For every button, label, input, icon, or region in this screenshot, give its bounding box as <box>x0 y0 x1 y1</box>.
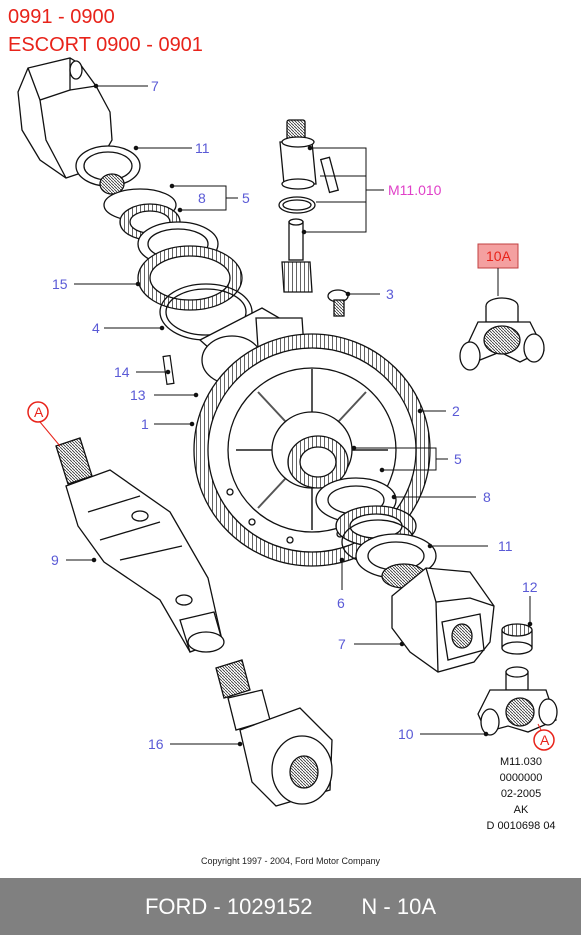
callout-10: 10 <box>398 726 414 742</box>
callout-5-upper: 5 <box>242 190 250 206</box>
bearing-lower <box>355 533 437 589</box>
callout-14: 14 <box>114 364 130 380</box>
meta-line-1: M11.030 <box>500 756 542 768</box>
cv-joint-housing-upper <box>17 57 113 179</box>
speedo-drive-ring <box>137 245 243 311</box>
footer-reference: N - 10A <box>361 893 437 919</box>
meta-line-5: D 0010698 04 <box>486 820 556 832</box>
meta-line-3: 02-2005 <box>500 788 542 800</box>
callout-11-upper: 11 <box>195 140 210 156</box>
tripod-joint-10 <box>477 666 558 736</box>
marker-a-left: A <box>34 404 44 420</box>
callout-7-upper: 7 <box>151 78 159 94</box>
callout-8-lower: 8 <box>483 489 491 505</box>
callout-m11-010: M11.010 <box>388 182 442 198</box>
speedometer-pinion-assembly <box>278 119 340 293</box>
marker-circle-a-left <box>27 401 49 423</box>
taper-bearing-lower <box>315 477 417 565</box>
taper-bearing-upper <box>103 188 219 267</box>
callout-4: 4 <box>92 320 100 336</box>
callout-3: 3 <box>386 286 394 302</box>
callout-10a-highlight-box <box>477 243 519 269</box>
callout-1: 1 <box>141 416 149 432</box>
callout-7-lower: 7 <box>338 636 346 652</box>
callout-6: 6 <box>337 595 345 611</box>
footer-spacer <box>313 894 362 920</box>
diagram-meta-block: M11.030 0000000 02-2005 AK D 0010698 04 <box>471 754 571 834</box>
footer-part-number: FORD - 1029152 <box>144 893 313 919</box>
callout-5-lower: 5 <box>454 451 462 467</box>
callout-2: 2 <box>452 403 460 419</box>
cv-joint-housing-lower <box>391 567 495 673</box>
needle-bearing-cup <box>501 623 533 655</box>
inner-cv-joint-shaft <box>55 437 225 653</box>
callout-16: 16 <box>148 736 164 752</box>
leader-lines <box>39 83 545 747</box>
stub-shaft <box>215 659 333 807</box>
bolt <box>327 289 349 317</box>
callout-12: 12 <box>522 579 538 595</box>
copyright-notice: Copyright 1997 - 2004, Ford Motor Compan… <box>200 856 381 866</box>
meta-line-2: 0000000 <box>499 772 543 784</box>
marker-a-right: A <box>540 732 550 748</box>
meta-line-4: AK <box>513 804 529 816</box>
tripod-joint-10a <box>459 297 545 371</box>
callout-9: 9 <box>51 552 59 568</box>
callout-11-lower: 11 <box>498 538 513 554</box>
marker-circle-a-right <box>533 729 555 751</box>
callout-8-upper: 8 <box>198 190 206 206</box>
callout-15: 15 <box>52 276 68 292</box>
diagram-header-line2: ESCORT 0900 - 0901 <box>8 34 203 56</box>
footer-bar: FORD - 1029152 N - 10A <box>0 878 581 935</box>
exploded-parts-diagram: 7 11 8 5 M11.010 10A 15 3 4 14 13 1 2 A … <box>17 57 558 807</box>
diagram-header-line1: 0991 - 0900 <box>8 6 115 28</box>
bearing-upper <box>75 145 141 195</box>
callout-13: 13 <box>130 387 146 403</box>
callout-10a: 10A <box>486 248 512 264</box>
